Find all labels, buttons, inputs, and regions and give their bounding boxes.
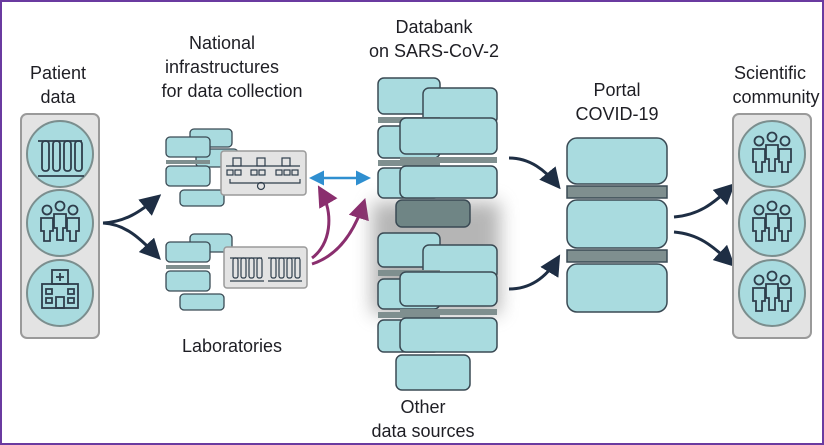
patient-to-infrastructures-arrows xyxy=(102,194,162,261)
people-group-icon xyxy=(752,270,792,312)
people-group-icon xyxy=(40,200,80,242)
label-databank-line-1: Databank xyxy=(395,17,473,37)
national-infrastructures-stack xyxy=(165,128,239,207)
databank-upper-stack xyxy=(377,77,498,228)
label-community-line-1: Scientific xyxy=(734,63,806,83)
databank-lower-stack xyxy=(377,232,498,391)
databank-to-portal-arrows xyxy=(508,156,561,291)
label-national-infrastructures: National infrastructures for data collec… xyxy=(161,33,302,101)
laboratories-stack xyxy=(165,233,233,311)
label-portal-line-1: Portal xyxy=(593,80,640,100)
label-other-line-1: Other xyxy=(400,397,445,417)
label-national-line-3: for data collection xyxy=(161,81,302,101)
label-databank-line-2: on SARS-CoV-2 xyxy=(369,41,499,61)
label-other-line-2: data sources xyxy=(371,421,474,441)
label-other-sources: Other data sources xyxy=(371,397,474,441)
laboratory-card xyxy=(223,246,308,289)
community-circle-2 xyxy=(738,189,806,257)
patient-data-panel xyxy=(20,113,100,339)
label-databank: Databank on SARS-CoV-2 xyxy=(369,17,499,61)
label-patient-line-1: Patient xyxy=(30,63,86,83)
people-group-icon xyxy=(752,200,792,242)
community-circle-3 xyxy=(738,259,806,327)
portal-covid-stack xyxy=(566,137,668,313)
laboratory-arrows xyxy=(311,185,369,266)
test-tubes-icon xyxy=(38,140,84,177)
community-circle-1 xyxy=(738,120,806,188)
test-tubes-icon xyxy=(230,257,302,282)
patient-tubes-circle xyxy=(26,120,94,188)
network-structure-card xyxy=(220,150,307,196)
label-laboratories: Laboratories xyxy=(182,336,282,356)
label-portal-line-2: COVID-19 xyxy=(575,104,658,124)
patient-people-circle xyxy=(26,189,94,257)
label-community-line-2: community xyxy=(732,87,819,107)
label-portal: Portal COVID-19 xyxy=(575,80,658,124)
network-hierarchy-icon xyxy=(226,157,301,191)
people-group-icon xyxy=(752,131,792,173)
label-scientific-community: Scientific community xyxy=(732,63,819,107)
patient-hospital-circle xyxy=(26,259,94,327)
label-national-line-1: National xyxy=(189,33,255,53)
label-patient-line-2: data xyxy=(40,87,76,107)
portal-to-community-arrows xyxy=(673,183,736,267)
hospital-icon xyxy=(41,269,79,309)
label-national-line-2: infrastructures xyxy=(165,57,279,77)
scientific-community-panel xyxy=(732,113,812,339)
label-patient-data: Patient data xyxy=(30,63,86,107)
